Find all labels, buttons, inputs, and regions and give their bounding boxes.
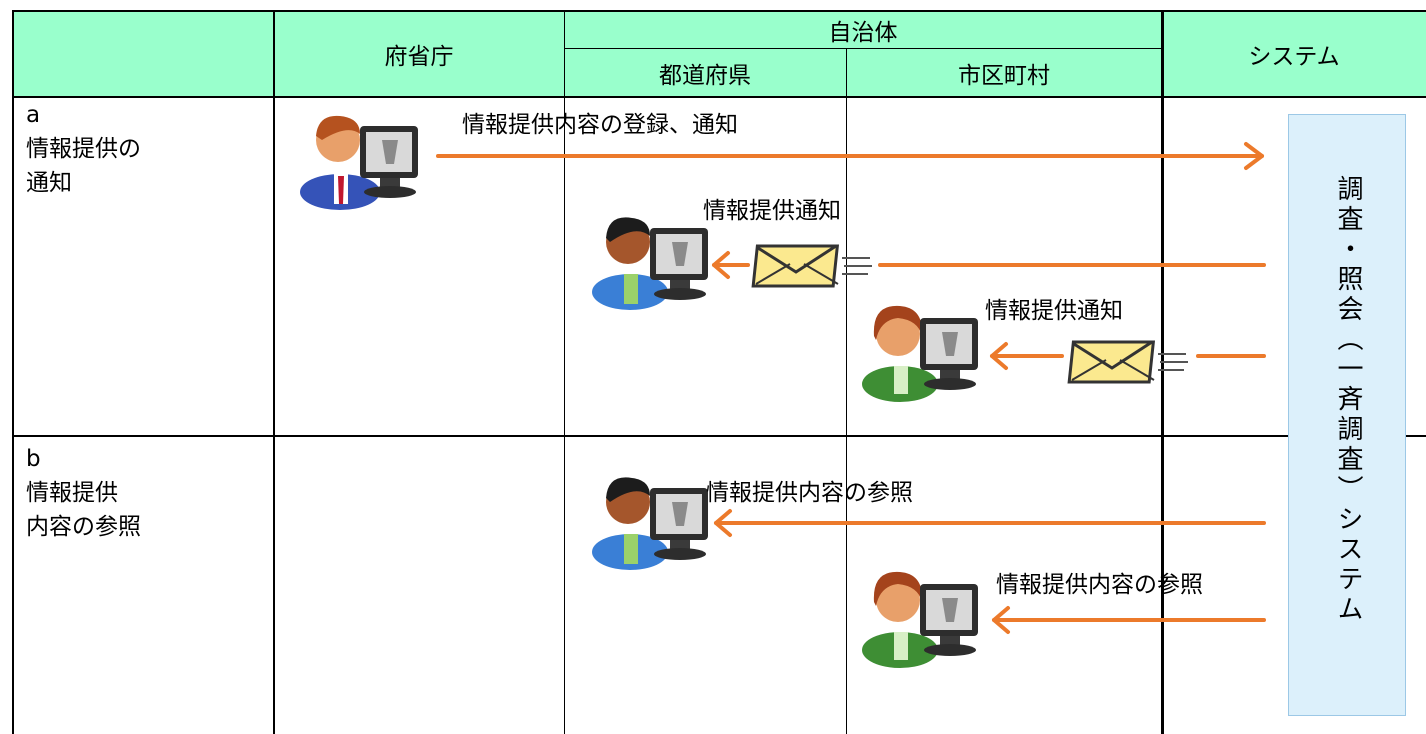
header-municipality: 市区町村	[846, 49, 1162, 97]
row-a-line2: 通知	[26, 170, 72, 196]
survey-system-box: 調査・照会（一斉調査）システム	[1288, 114, 1406, 716]
prefecture-user-icon-a	[592, 217, 708, 310]
arrow-view-municipality	[992, 606, 1266, 634]
arrow-view-prefecture	[714, 509, 1266, 537]
ministry-user-icon	[300, 115, 418, 210]
header-prefecture: 都道府県	[564, 49, 846, 97]
header-ministry: 府省庁	[274, 10, 564, 97]
row-a-line1: 情報提供の	[26, 136, 141, 162]
annotation-view-municipality: 情報提供内容の参照	[996, 572, 1203, 598]
row-a-label: a 情報提供の 通知	[26, 98, 141, 200]
grid-top-line	[12, 10, 1426, 12]
annotation-view-prefecture: 情報提供内容の参照	[706, 480, 913, 506]
header-local-gov: 自治体	[564, 10, 1162, 49]
row-b-line2: 内容の参照	[26, 514, 141, 540]
annotation-notify-prefecture: 情報提供通知	[703, 198, 841, 224]
grid-header-split-line	[564, 48, 1162, 49]
municipality-user-icon-b	[862, 571, 978, 668]
grid-header-bottom-line	[12, 96, 1426, 98]
row-b-line1: 情報提供	[26, 480, 118, 506]
header-system: システム	[1162, 10, 1426, 97]
row-b-letter: b	[26, 446, 41, 472]
header-local-gov-label: 自治体	[828, 19, 898, 46]
survey-system-label: 調査・照会（一斉調査）システム	[1333, 175, 1363, 625]
municipality-user-icon-a	[862, 305, 978, 402]
row-b-label: b 情報提供 内容の参照	[26, 442, 141, 544]
grid-row-divider-line	[12, 435, 1426, 437]
envelope-icon-prefecture	[751, 244, 872, 288]
grid-col4-line	[1161, 10, 1164, 734]
grid-col2-line	[564, 10, 565, 734]
grid-col3-line	[846, 49, 847, 734]
arrow-notify-municipality	[990, 342, 1266, 370]
row-a-letter: a	[26, 102, 41, 128]
envelope-icon-municipality	[1067, 340, 1188, 384]
prefecture-user-icon-b	[592, 477, 708, 570]
header-system-label: システム	[1248, 43, 1340, 70]
arrow-register-notify	[436, 142, 1264, 170]
grid-col1-line	[273, 10, 275, 734]
header-corner	[12, 10, 274, 97]
header-prefecture-label: 都道府県	[659, 63, 751, 89]
grid-left-line	[12, 10, 14, 734]
annotation-notify-municipality: 情報提供通知	[985, 298, 1123, 324]
arrow-notify-prefecture	[712, 251, 1266, 279]
annotation-register-notify: 情報提供内容の登録、通知	[462, 112, 738, 138]
header-municipality-label: 市区町村	[958, 63, 1050, 89]
header-ministry-label: 府省庁	[384, 43, 454, 70]
